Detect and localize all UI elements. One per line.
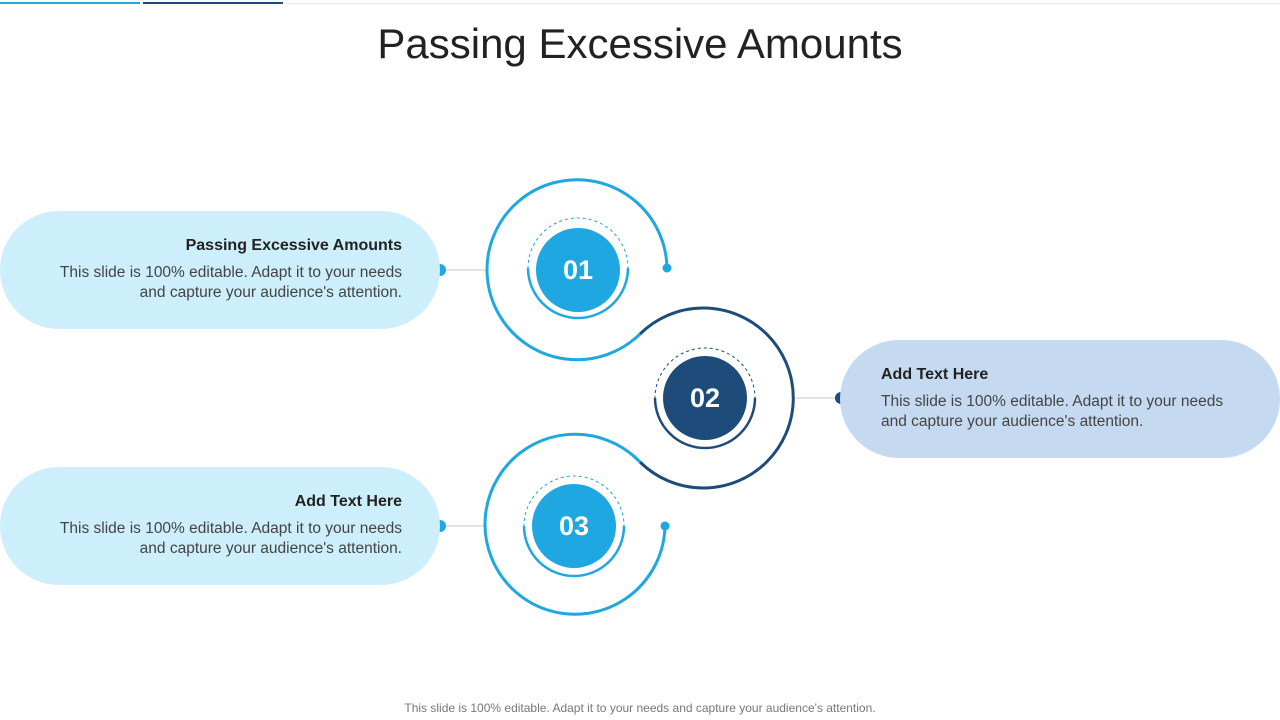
spiral-arc-02 bbox=[638, 306, 795, 490]
spiral-arc-01 bbox=[485, 178, 669, 362]
step-description-line: This slide is 100% editable. Adapt it to… bbox=[59, 520, 402, 537]
step-heading: Add Text Here bbox=[881, 366, 989, 383]
top-accent-segment-light bbox=[0, 2, 140, 4]
step-number-01: 01 bbox=[536, 228, 620, 312]
solid-ring-arc-01 bbox=[526, 267, 630, 320]
slide-title: Passing Excessive Amounts bbox=[377, 20, 903, 67]
slide-footer-note: This slide is 100% editable. Adapt it to… bbox=[404, 701, 876, 715]
step-description-line: and capture your audience's attention. bbox=[139, 283, 402, 301]
step-card-03: Add Text Here This slide is 100% editabl… bbox=[0, 467, 440, 585]
solid-ring-arc-03 bbox=[522, 525, 626, 578]
step-description: This slide is 100% editable. Adapt it to… bbox=[30, 263, 402, 302]
solid-ring-arc-02 bbox=[653, 397, 757, 450]
step-card-01: Passing Excessive Amounts This slide is … bbox=[0, 211, 440, 329]
top-accent-line bbox=[286, 3, 1280, 4]
step-heading: Add Text Here bbox=[294, 493, 402, 510]
step-number-02: 02 bbox=[663, 356, 747, 440]
top-accent-bar bbox=[0, 0, 1280, 5]
step-description: This slide is 100% editable. Adapt it to… bbox=[881, 392, 1250, 431]
step-description-line: and capture your audience's attention. bbox=[139, 539, 402, 557]
top-accent-segment-dark bbox=[143, 2, 283, 4]
spiral-end-dot-03 bbox=[660, 521, 670, 531]
spiral-end-dot-01 bbox=[662, 263, 672, 273]
step-description-line: This slide is 100% editable. Adapt it to… bbox=[59, 264, 402, 281]
step-description: This slide is 100% editable. Adapt it to… bbox=[30, 519, 402, 558]
step-card-02: Add Text Here This slide is 100% editabl… bbox=[840, 340, 1280, 458]
step-number-03: 03 bbox=[532, 484, 616, 568]
step-description-line: This slide is 100% editable. Adapt it to… bbox=[881, 393, 1224, 410]
step-description-line: and capture your audience's attention. bbox=[881, 412, 1144, 430]
spiral-arc-03 bbox=[483, 432, 667, 616]
step-heading: Passing Excessive Amounts bbox=[185, 237, 402, 254]
